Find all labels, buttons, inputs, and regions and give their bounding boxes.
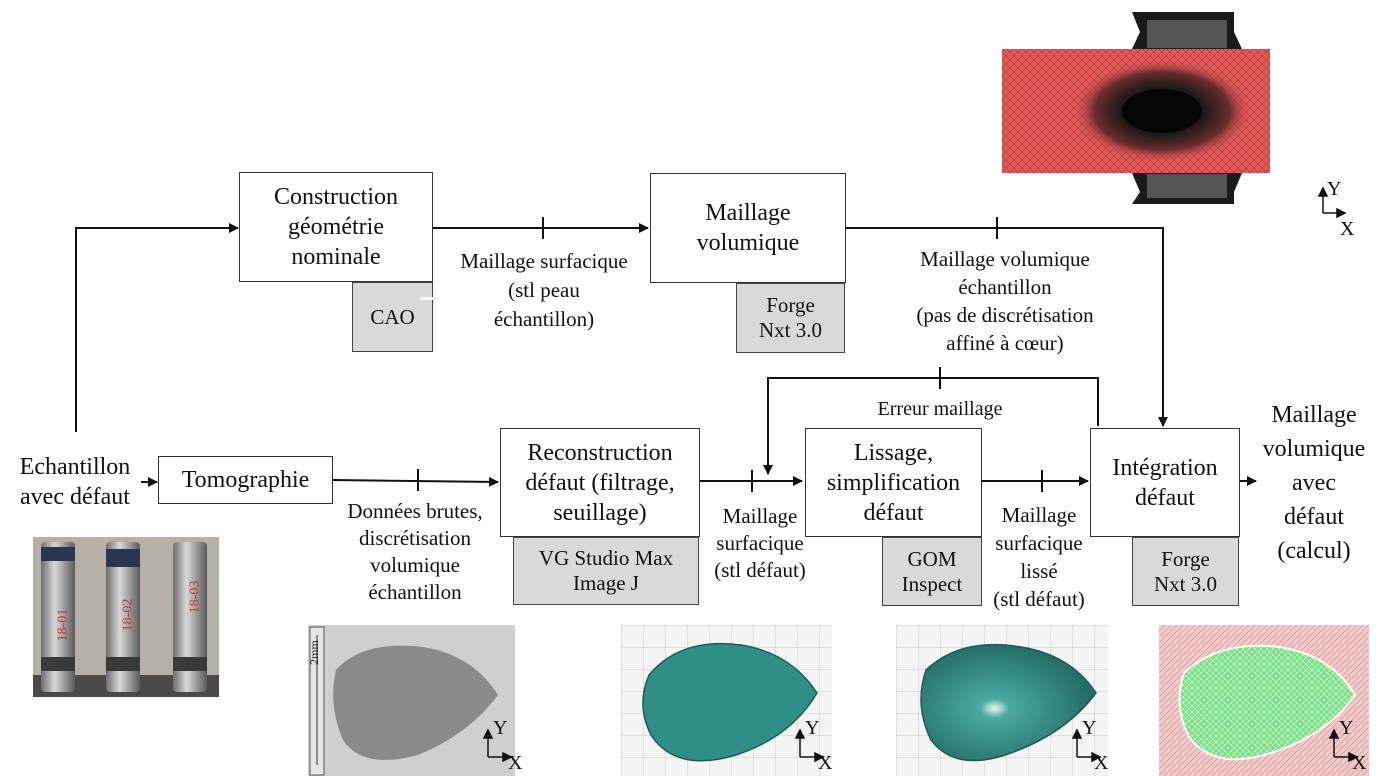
tool-vgstudio: VG Studio Max Image J [513, 537, 699, 605]
volume-mesh-image [1002, 12, 1270, 224]
donnees-brutes-label: Données brutes, discrétisation volumique… [347, 499, 483, 604]
tool-cao: CAO [352, 282, 433, 352]
tool-forge-bottom: Forge Nxt 3.0 [1132, 537, 1239, 606]
construction-box: Construction géométrie nominale [239, 172, 433, 282]
tool-gom: GOM Inspect [882, 537, 982, 606]
axis-x-raw: X [818, 752, 833, 774]
maillage-volumique-echantillon-label: Maillage volumique échantillon (pas de d… [916, 247, 1094, 355]
axis-y-integrated: Y [1339, 717, 1354, 739]
axis-y-smooth: Y [1082, 717, 1097, 739]
tomographie-box: Tomographie [158, 456, 333, 504]
cao-white-tick [420, 297, 435, 300]
tool-forge-top: Forge Nxt 3.0 [736, 283, 845, 353]
reconstruction-box: Reconstruction défaut (filtrage, seuilla… [500, 428, 700, 537]
axis-y-top: Y [1327, 178, 1342, 200]
maillage-surfacique-peau-label: Maillage surfacique (stl peau échantillo… [460, 249, 628, 331]
integration-box: Intégration défaut [1090, 428, 1240, 537]
axis-x-smooth: X [1094, 752, 1109, 774]
smoothed-defect-image [896, 625, 1108, 776]
maillage-volumique-box: Maillage volumique [650, 173, 846, 283]
axis-x-ct: X [508, 752, 523, 774]
maillage-surfacique-defaut-label: Maillage surfacique (stl défaut) [714, 504, 806, 582]
erreur-maillage-label: Erreur maillage [877, 398, 1003, 420]
lissage-box: Lissage, simplification défaut [805, 428, 982, 537]
echantillon-label: Echantillon avec défaut [19, 454, 131, 510]
raw-defect-mesh-image [621, 625, 832, 776]
axis-y-ct: Y [493, 717, 508, 739]
output-label: Maillage volumique avec défaut (calcul) [1262, 402, 1366, 564]
maillage-surfacique-lisse-label: Maillage surfacique lissé (stl défaut) [993, 503, 1085, 611]
sample-photo: 18-01 18-02 18-03 [33, 537, 219, 697]
axis-x-top: X [1340, 218, 1355, 240]
axis-x-integrated: X [1352, 752, 1367, 774]
ct-slice-image: 2mm [308, 625, 515, 776]
axis-y-raw: Y [805, 717, 820, 739]
